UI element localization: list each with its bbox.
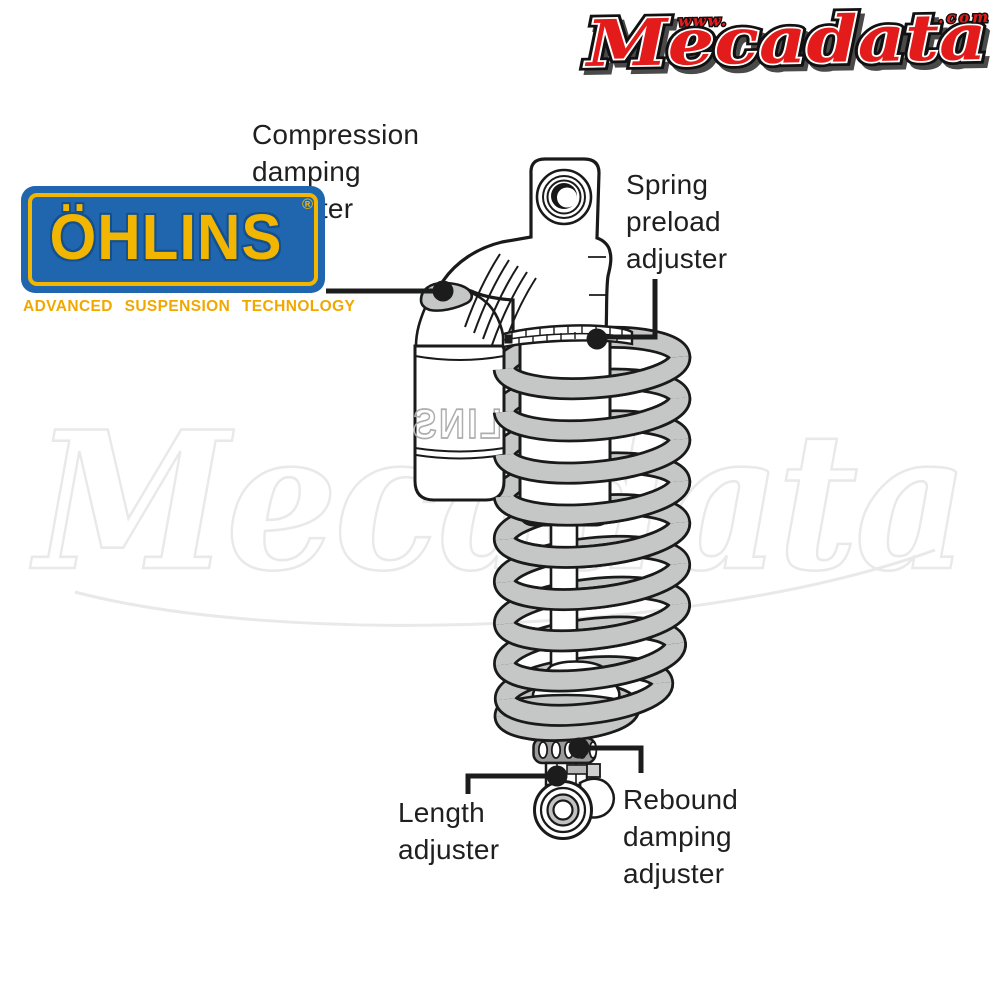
label-length-adjuster: Length adjuster bbox=[398, 797, 500, 865]
ohlins-logo: ÖHLINS ® bbox=[21, 186, 325, 293]
rebound-leader bbox=[579, 745, 644, 773]
hatch-lines bbox=[464, 253, 537, 350]
svg-text:Mecadata: Mecadata bbox=[588, 5, 992, 87]
preload-leader bbox=[600, 279, 658, 340]
upper-body: LINS bbox=[409, 157, 613, 502]
mecadata-com: .com bbox=[938, 8, 988, 27]
top-eyelet bbox=[535, 168, 593, 226]
coil-front-strand bbox=[493, 602, 691, 653]
svg-text:Mecadata: Mecadata bbox=[584, 0, 988, 82]
ohlins-logo-border bbox=[28, 193, 318, 286]
nut-tab bbox=[586, 763, 601, 778]
label-spring-preload-adjuster: Spring preload adjuster bbox=[626, 169, 728, 274]
spring-front-coils bbox=[492, 354, 692, 742]
callout-dot-compression bbox=[432, 280, 454, 302]
length-leader bbox=[465, 773, 557, 794]
eyelet-hole bbox=[552, 799, 574, 821]
coil-front-strand bbox=[494, 680, 675, 727]
callout-dot-rebound bbox=[568, 737, 590, 759]
mecadata-logo: Mecadata Mecadata Mecadata Mecadata www.… bbox=[579, 0, 995, 91]
coil-front-strand bbox=[492, 520, 692, 569]
callouts bbox=[326, 279, 658, 794]
nut-band bbox=[566, 764, 588, 775]
reservoir-print: LINS bbox=[409, 401, 502, 449]
body-ticks bbox=[588, 256, 606, 296]
svg-text:www.: www. bbox=[678, 12, 726, 31]
coil-front-strand bbox=[492, 354, 692, 401]
coil-front-strand bbox=[492, 479, 692, 527]
ring-notch bbox=[504, 334, 513, 344]
reservoir bbox=[413, 344, 506, 502]
callout-dot-length bbox=[546, 765, 568, 787]
coil-front-strand bbox=[492, 396, 692, 443]
coil-front-strand bbox=[492, 437, 692, 485]
mecadata-www: www. bbox=[678, 12, 726, 31]
ohlins-logo-text: ÖHLINS bbox=[49, 200, 283, 273]
ohlins-tagline: ADVANCED SUSPENSION TECHNOLOGY bbox=[23, 298, 356, 315]
svg-text:.com: .com bbox=[938, 8, 988, 27]
coil-front-strand bbox=[493, 562, 692, 612]
svg-text:LINS: LINS bbox=[410, 401, 502, 447]
callout-dot-preload bbox=[586, 328, 608, 350]
svg-text:Mecadata: Mecadata bbox=[584, 0, 988, 82]
svg-text:Mecadata: Mecadata bbox=[584, 0, 988, 82]
label-rebound-damping-adjuster: Rebound damping adjuster bbox=[623, 784, 739, 889]
registered-mark: ® bbox=[301, 196, 313, 213]
coil-front-strand bbox=[493, 642, 687, 693]
